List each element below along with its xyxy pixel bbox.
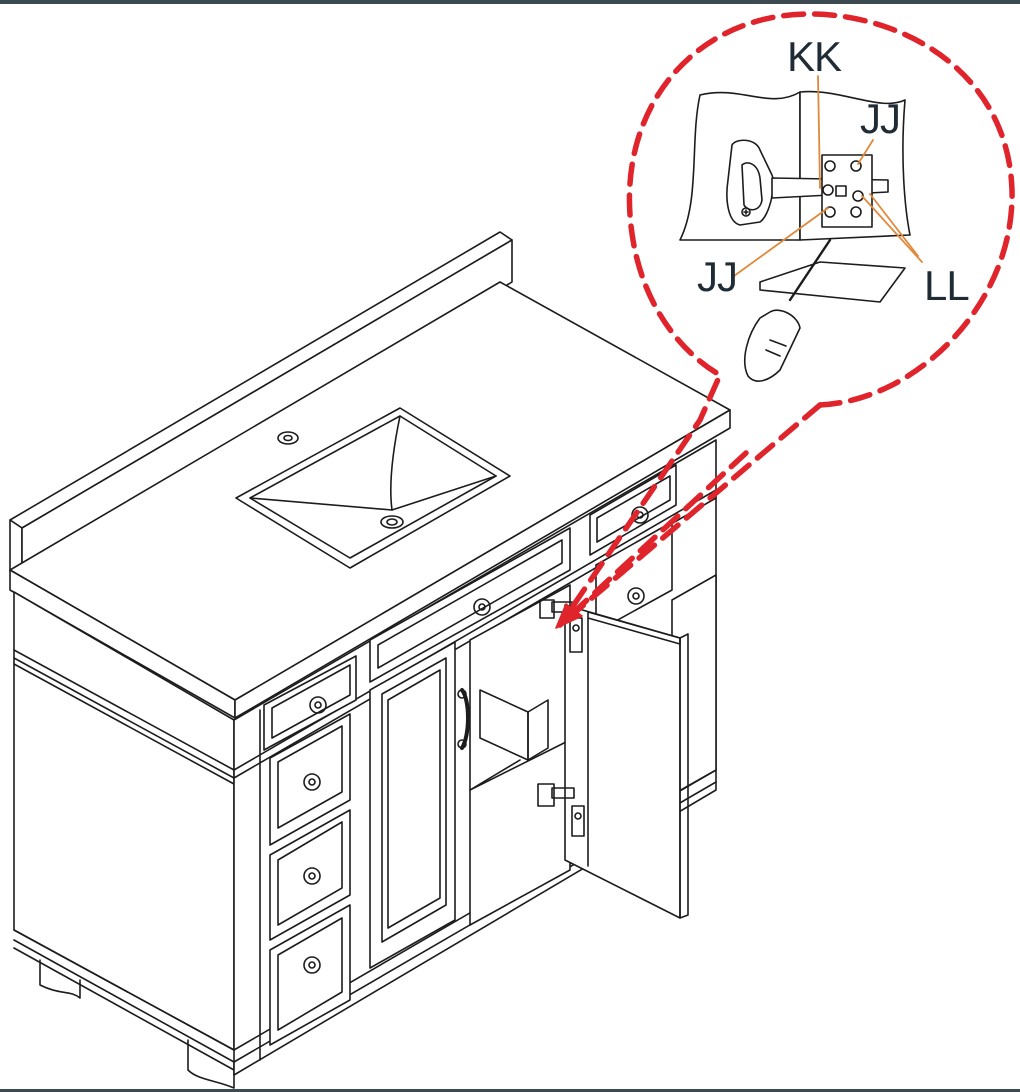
drawer-knob	[473, 598, 491, 616]
sink-basin	[235, 407, 511, 569]
leader-lines	[733, 75, 923, 277]
vanity-cabinet	[9, 231, 731, 1089]
drain-hole	[380, 515, 404, 529]
screwdriver-icon	[744, 238, 832, 382]
callout-label-jj-top: JJ	[860, 95, 901, 142]
left-door	[369, 641, 470, 969]
callout-label-jj-bottom: JJ	[697, 253, 738, 300]
callout-label-ll: LL	[924, 262, 970, 309]
bottom-frame-bar	[0, 1089, 1020, 1092]
top-frame-bar	[0, 0, 1020, 4]
drawer-top-left	[263, 655, 357, 751]
callout-bubble	[557, 11, 1015, 628]
hinge-detail-callout	[555, 11, 1015, 629]
drawer-center	[369, 527, 571, 683]
faucet-hole	[277, 431, 299, 445]
cabinet-front	[233, 439, 717, 1076]
cabinet-interior	[469, 584, 571, 926]
hinge-icon	[537, 783, 585, 837]
door-handle	[460, 688, 470, 750]
drawer-knob	[309, 696, 327, 714]
open-right-door	[564, 604, 689, 919]
callout-arrowhead	[555, 603, 583, 629]
callout-label-kk: KK	[787, 33, 842, 80]
countertop	[9, 281, 731, 719]
left-foot	[39, 959, 81, 999]
drawer-left-stack	[269, 713, 351, 1046]
